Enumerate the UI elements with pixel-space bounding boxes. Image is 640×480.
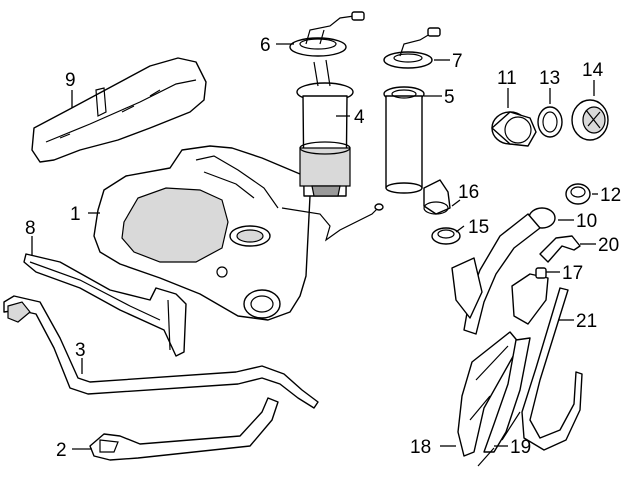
vent-hose-part-20 xyxy=(539,235,581,263)
callout-20: 20 xyxy=(598,235,619,256)
vent-pipe-part-21 xyxy=(521,287,583,451)
level-sender-part-5 xyxy=(383,86,425,194)
callout-5: 5 xyxy=(444,87,455,108)
callout-12: 12 xyxy=(600,185,621,206)
filler-pipe-part-10 xyxy=(451,207,556,335)
fuel-tank-part-1 xyxy=(93,145,384,321)
tank-strap-part-3 xyxy=(3,295,319,409)
callout-19: 19 xyxy=(510,437,531,458)
callout-17: 17 xyxy=(562,263,583,284)
callout-15: 15 xyxy=(468,217,489,238)
filter-part-17 xyxy=(511,267,549,325)
pump-flange-part-6 xyxy=(289,11,365,57)
callout-14: 14 xyxy=(582,60,604,81)
fuel-cap-part-14 xyxy=(571,99,609,141)
callout-3: 3 xyxy=(75,340,86,361)
fuel-lines-part-19 xyxy=(477,337,531,467)
grommet-part-16 xyxy=(423,179,451,215)
grommet-part-15 xyxy=(431,227,461,245)
callout-6: 6 xyxy=(260,35,271,56)
callout-11: 11 xyxy=(497,68,517,89)
callout-21: 21 xyxy=(576,311,597,332)
callout-leaders xyxy=(31,43,598,450)
callout-13: 13 xyxy=(539,68,560,89)
callout-labels: 1 2 3 4 5 6 7 8 9 10 11 12 13 14 15 16 1… xyxy=(25,35,621,461)
callout-7: 7 xyxy=(452,51,463,72)
tank-strap-part-2 xyxy=(89,397,279,461)
gasket-part-13 xyxy=(537,106,563,138)
callout-8: 8 xyxy=(25,218,36,239)
cap-part-12 xyxy=(565,183,591,205)
callout-10: 10 xyxy=(576,211,597,232)
callout-16: 16 xyxy=(458,182,479,203)
heat-shield-part-9 xyxy=(31,57,207,163)
callout-4: 4 xyxy=(354,107,365,128)
tank-support-part-8 xyxy=(23,253,187,357)
fuel-pump-part-4 xyxy=(296,59,354,197)
filler-neck-collar-part-11 xyxy=(491,111,537,147)
callout-9: 9 xyxy=(65,70,76,91)
callout-2: 2 xyxy=(56,440,67,461)
callout-1: 1 xyxy=(70,204,81,225)
bracket-part-18 xyxy=(457,331,521,457)
callout-18: 18 xyxy=(410,437,431,458)
sender-flange-part-7 xyxy=(383,27,441,69)
